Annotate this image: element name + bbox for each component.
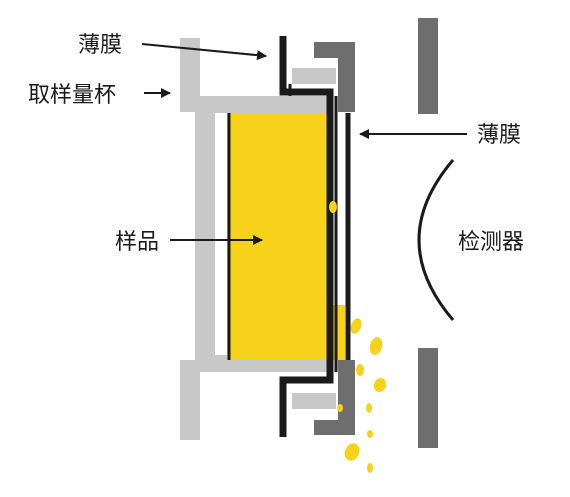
film-outer (279, 36, 334, 437)
label-film-top: 薄膜 (78, 33, 122, 58)
ring-inner-top (292, 68, 336, 84)
droplet (367, 430, 373, 438)
droplet (344, 443, 360, 461)
droplet (350, 318, 362, 334)
droplet (329, 201, 337, 213)
label-detector: 检测器 (458, 230, 524, 255)
sample (227, 113, 328, 360)
ring-inner-bottom (292, 393, 336, 409)
droplet (366, 403, 372, 413)
droplet (356, 364, 364, 376)
label-sample-cup: 取样量杯 (28, 83, 116, 108)
detector-shield-bottom (418, 348, 438, 448)
film-inner (288, 84, 338, 372)
arrow-film-top (141, 43, 267, 61)
ring-top (314, 42, 355, 112)
detector-arc (417, 159, 455, 321)
label-film-right: 薄膜 (477, 123, 521, 148)
droplet (373, 378, 387, 392)
detector-shield-top (418, 18, 438, 114)
droplet (337, 404, 343, 412)
label-sample: 样品 (115, 230, 159, 255)
droplet (367, 463, 373, 473)
droplet (369, 337, 383, 355)
ring-bottom (314, 360, 355, 435)
sample-droplets (329, 201, 387, 473)
